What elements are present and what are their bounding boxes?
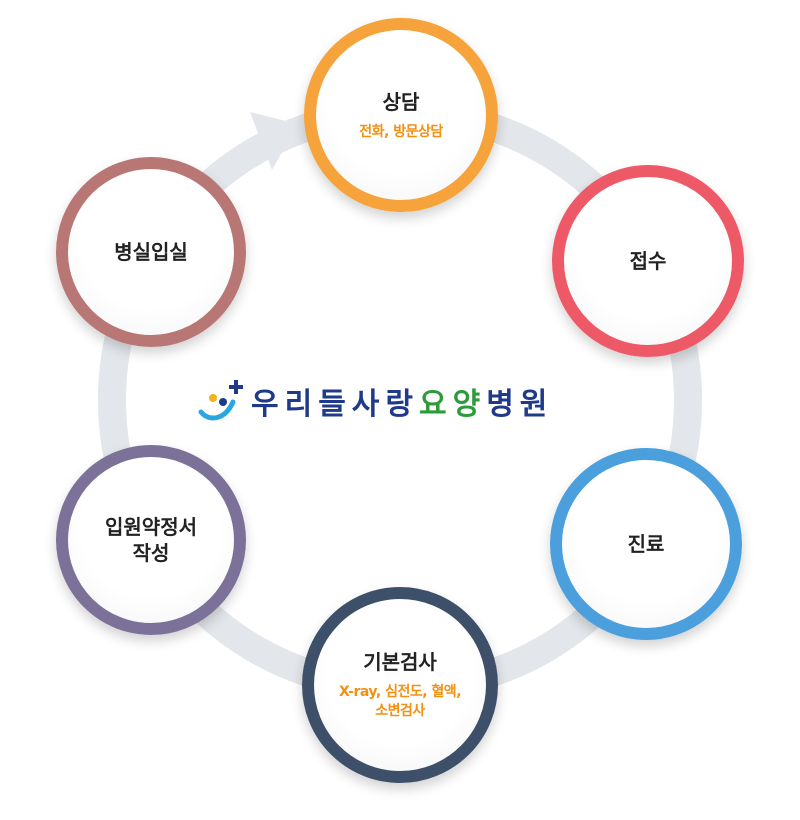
step-basic-exam: 기본검사 X-ray, 심전도, 혈액, 소변검사 (302, 587, 498, 783)
hospital-name-part3: 병원 (486, 387, 554, 422)
step-treatment: 진료 (550, 448, 742, 640)
step-room-entry: 병실입실 (56, 157, 246, 347)
step-consultation: 상담 전화, 방문상담 (304, 18, 498, 212)
hospital-logo: 우리들사랑요양병원 (195, 376, 605, 426)
step-reception: 접수 (552, 165, 744, 357)
hospital-name: 우리들사랑요양병원 (251, 379, 553, 423)
step-title: 입원약정서 작성 (105, 515, 197, 565)
step-title: 기본검사 (363, 650, 437, 675)
step-admission-contract: 입원약정서 작성 (56, 445, 246, 635)
step-title: 상담 (382, 89, 420, 114)
arrow-right-icon (250, 112, 298, 170)
hospital-logo-icon (198, 380, 243, 421)
step-subtitle: 전화, 방문상담 (359, 123, 443, 140)
step-title: 진료 (627, 532, 665, 556)
step-title: 병실입실 (114, 240, 188, 264)
hospital-name-part2: 요양 (419, 387, 487, 422)
step-title: 접수 (629, 249, 667, 273)
step-subtitle: X-ray, 심전도, 혈액, 소변검사 (338, 684, 462, 719)
hospital-name-part1: 우리들사랑 (251, 387, 419, 422)
